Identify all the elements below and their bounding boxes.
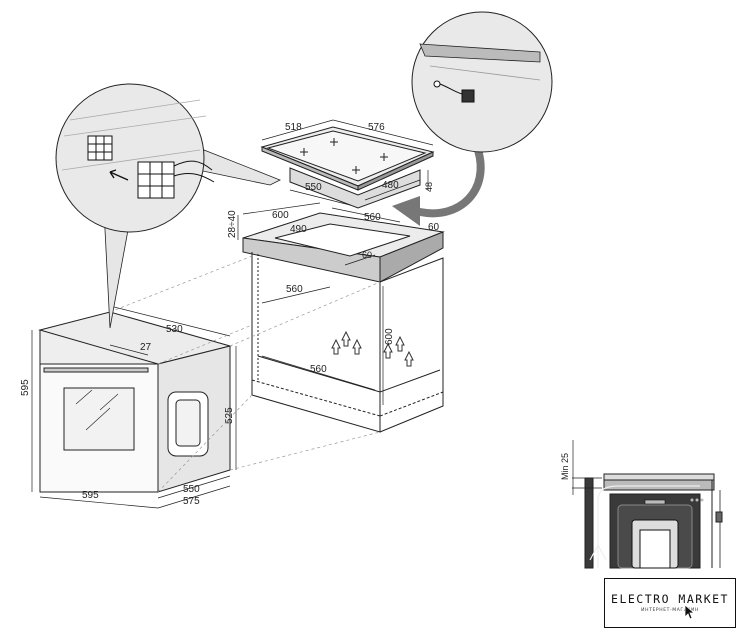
hob-glass-inner: [266, 130, 427, 182]
dim-oven-panel: 27: [140, 342, 152, 353]
cabinet-shelf: [257, 355, 441, 393]
dim-min-clearance: Min 25: [560, 453, 570, 480]
clamp-detail-circle: [411, 11, 553, 153]
cabinet-left-wall: [251, 252, 381, 433]
cabinet-plinth: [251, 379, 444, 417]
dim-worktop-thickness: 28÷40: [227, 210, 238, 238]
clamp-worktop-edge: [419, 43, 541, 63]
ventilation-arrows: [331, 330, 414, 367]
dim-hob-top-depth: 518: [285, 122, 302, 133]
fixing-clamp-icon: [433, 80, 475, 103]
hob-zone-marks: [300, 138, 388, 174]
vent-arrow-icon: [352, 338, 362, 355]
vent-arrow-icon: [383, 342, 393, 359]
guide-lines: [109, 255, 381, 493]
dim-cabinet-upper-width: 560: [286, 284, 303, 295]
cabinet: [237, 202, 445, 433]
dim-oven-body-depth-1: 550: [183, 484, 200, 495]
dim-cabinet-back-gap: 60: [362, 250, 372, 260]
logo-title: ELECTRO MARKET: [611, 592, 729, 606]
curved-pointer-arrow: [416, 146, 485, 218]
worktop-cutout: [274, 223, 411, 257]
vent-arrow-icon: [395, 335, 405, 352]
section-view: [572, 440, 723, 569]
dim-oven-height: 595: [20, 379, 31, 396]
dim-worktop-inner: 490: [290, 224, 307, 235]
oven: [31, 305, 237, 509]
dim-worktop-width: 560: [364, 212, 381, 223]
dim-cabinet-height: 600: [384, 328, 395, 345]
hob-body: [289, 167, 421, 209]
dim-cabinet-lower-width: 560: [310, 364, 327, 375]
connector-detail: [55, 83, 281, 329]
dim-oven-depth: 530: [166, 324, 183, 335]
plug-icon: [137, 160, 215, 199]
hob: [260, 119, 435, 209]
dim-worktop-edge: 60: [428, 222, 440, 233]
electro-market-logo: ELECTRO MARKET ИНТЕРНЕТ-МАГАЗИН: [604, 578, 736, 628]
insert-arrow-icon: [109, 169, 129, 181]
section-airflow-arrow-icon: [597, 485, 700, 568]
dim-hob-cut-depth: 480: [382, 180, 399, 191]
dim-worktop-depth: 600: [272, 210, 289, 221]
dim-hob-top-width: 576: [368, 122, 385, 133]
vent-arrow-icon: [404, 350, 414, 367]
section-hob-body: [603, 479, 715, 491]
oven-door-window: [63, 387, 135, 451]
dim-hob-height: 48: [424, 182, 434, 192]
dim-oven-body-depth-2: 575: [183, 496, 200, 507]
dim-hob-cut-width: 550: [305, 182, 322, 193]
oven-door-handle: [43, 367, 149, 373]
dim-oven-width: 595: [82, 490, 99, 501]
worktop-side: [379, 231, 444, 283]
logo-subtitle: ИНТЕРНЕТ-МАГАЗИН: [641, 608, 699, 613]
terminal-block-icon: [87, 135, 113, 161]
dim-oven-body-height: 525: [224, 407, 235, 424]
hob-glass-edge-right: [357, 151, 434, 191]
clamp-detail: [411, 11, 553, 153]
connector-detail-circle: [55, 83, 205, 233]
section-hob: [603, 473, 715, 481]
cabinet-right-wall: [379, 257, 444, 433]
curved-pointer-arrow-head: [392, 196, 420, 226]
section-back-panel: [584, 477, 594, 569]
vent-arrow-icon: [331, 338, 341, 355]
cursor-icon: [684, 604, 696, 620]
vent-arrow-icon: [341, 330, 351, 347]
